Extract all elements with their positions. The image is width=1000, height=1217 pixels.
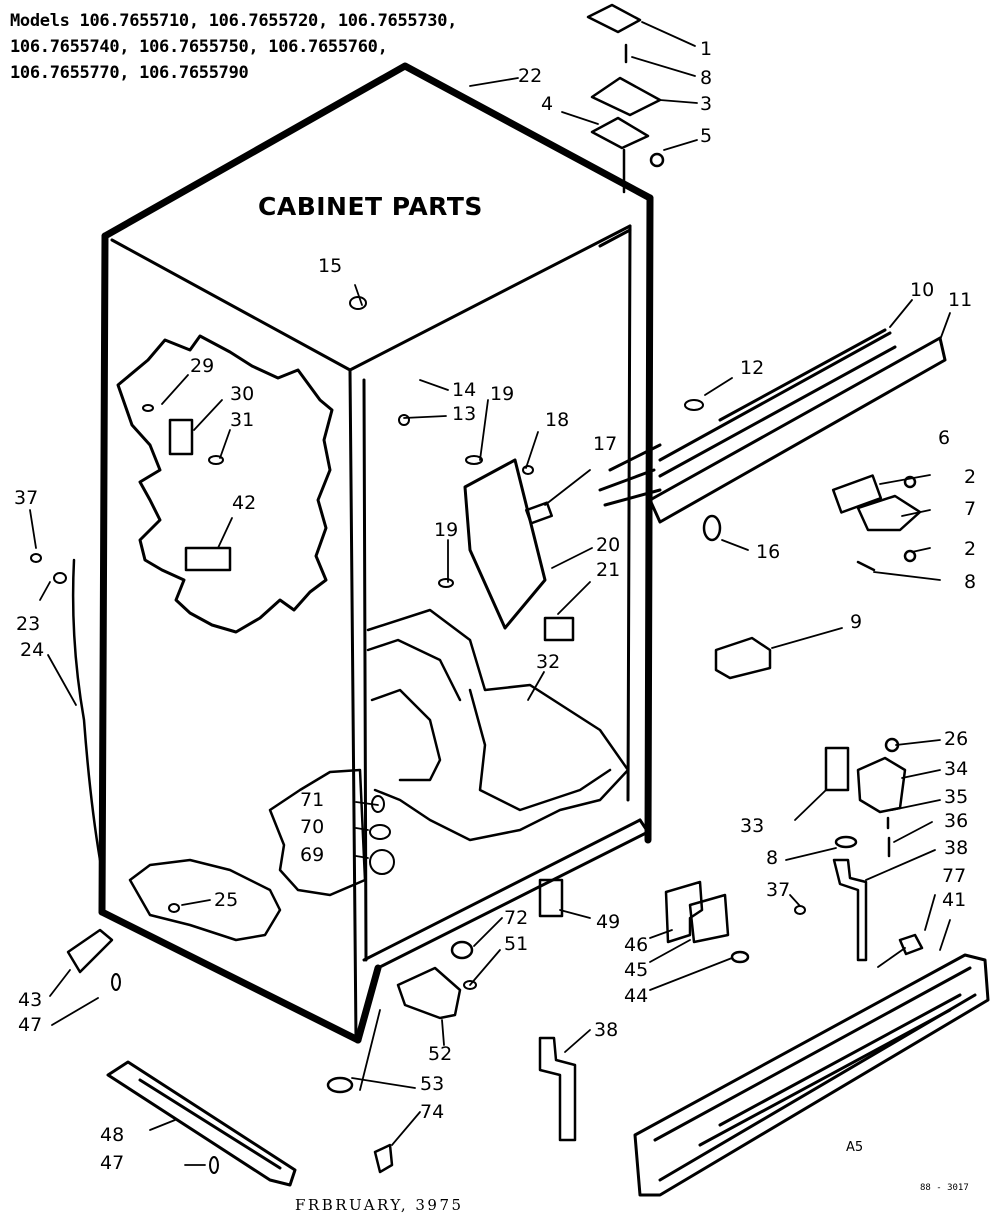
callout-9: 9 xyxy=(850,611,863,633)
callout-19: 19 xyxy=(490,383,515,405)
right-hinge xyxy=(702,474,922,572)
callout-11: 11 xyxy=(948,289,973,311)
bracket-plate xyxy=(463,458,547,630)
fasteners xyxy=(30,296,704,1174)
footer-date: FRBRUARY, 3975 xyxy=(295,1196,464,1214)
callout-35: 35 xyxy=(944,786,969,808)
callout-23: 23 xyxy=(16,613,41,635)
callout-30: 30 xyxy=(230,383,255,405)
callout-41: 41 xyxy=(942,889,967,911)
grille-clip xyxy=(898,933,924,956)
bottom-cutaway xyxy=(268,768,367,897)
callout-70: 70 xyxy=(300,816,325,838)
callout-77: 77 xyxy=(942,865,967,887)
callout-38: 38 xyxy=(944,837,969,859)
callout-46: 46 xyxy=(624,934,649,956)
callout-1: 1 xyxy=(700,38,713,60)
model-line: Models 106.7655710, 106.7655720, 106.765… xyxy=(10,11,458,31)
model-list: Models 106.7655710, 106.7655720, 106.765… xyxy=(10,8,580,86)
callout-38b: 38 xyxy=(594,1019,619,1041)
callout-25: 25 xyxy=(214,889,239,911)
callout-15: 15 xyxy=(318,255,343,277)
callout-4: 4 xyxy=(541,93,554,115)
callout-74: 74 xyxy=(420,1101,445,1123)
callout-32: 32 xyxy=(536,651,561,673)
cabinet-inner-edges xyxy=(110,224,650,1042)
callout-2b: 2 xyxy=(964,538,977,560)
callout-36: 36 xyxy=(944,810,969,832)
bracket-52 xyxy=(396,966,462,1020)
toe-grille xyxy=(633,953,990,1197)
callout-3: 3 xyxy=(700,93,713,115)
callout-10: 10 xyxy=(910,279,935,301)
callout-29: 29 xyxy=(190,355,215,377)
callout-45: 45 xyxy=(624,959,649,981)
drain-pan xyxy=(366,608,630,842)
callout-19b: 19 xyxy=(434,519,459,541)
callout-37: 37 xyxy=(14,487,39,509)
callout-8c: 8 xyxy=(766,847,779,869)
compressor-cutaway xyxy=(128,858,282,942)
rail-assembly xyxy=(598,328,947,524)
callout-24: 24 xyxy=(20,639,45,661)
callout-34: 34 xyxy=(944,758,969,780)
callout-69: 69 xyxy=(300,844,325,866)
callout-8b: 8 xyxy=(964,571,977,593)
callout-31: 31 xyxy=(230,409,255,431)
callout-51: 51 xyxy=(504,933,529,955)
callout-71: 71 xyxy=(300,789,325,811)
model-line: 106.7655740, 106.7655750, 106.7655760, xyxy=(10,37,388,57)
bracket-plates xyxy=(538,878,750,964)
callout-6: 6 xyxy=(938,427,951,449)
callout-48: 48 xyxy=(100,1124,125,1146)
door-latch xyxy=(714,636,772,680)
sheet-code: A5 xyxy=(846,1140,864,1155)
diagram-title: CABINET PARTS xyxy=(258,192,483,221)
callout-13: 13 xyxy=(452,403,477,425)
top-hinge xyxy=(586,3,665,194)
callout-47: 47 xyxy=(18,1014,43,1036)
callout-49: 49 xyxy=(596,911,621,933)
side-cutaway xyxy=(116,334,334,634)
callout-22: 22 xyxy=(518,65,543,87)
callout-14: 14 xyxy=(452,379,477,401)
callout-18: 18 xyxy=(545,409,570,431)
callout-53: 53 xyxy=(420,1073,445,1095)
callout-37b: 37 xyxy=(766,879,791,901)
callout-5: 5 xyxy=(700,125,713,147)
leader-lines xyxy=(29,21,951,1166)
callout-42: 42 xyxy=(232,492,257,514)
callout-2: 2 xyxy=(964,466,977,488)
callout-12: 12 xyxy=(740,357,765,379)
callout-7: 7 xyxy=(964,498,977,520)
callout-52: 52 xyxy=(428,1043,453,1065)
callout-20: 20 xyxy=(596,534,621,556)
cabinet-shell xyxy=(98,62,654,1044)
callout-17: 17 xyxy=(593,433,618,455)
callout-47b: 47 xyxy=(100,1152,125,1174)
callout-21: 21 xyxy=(596,559,621,581)
lower-hinge xyxy=(824,737,907,858)
callout-43: 43 xyxy=(18,989,43,1011)
hinge-arm xyxy=(832,858,868,962)
callout-72: 72 xyxy=(504,907,529,929)
model-line: 106.7655770, 106.7655790 xyxy=(10,63,249,83)
hinge-arm-lower xyxy=(538,1036,577,1142)
callout-33: 33 xyxy=(740,815,765,837)
leveler-rail xyxy=(106,1060,297,1187)
callout-26: 26 xyxy=(944,728,969,750)
left-small-parts xyxy=(66,418,232,974)
callout-16: 16 xyxy=(756,541,781,563)
callout-8: 8 xyxy=(700,67,713,89)
callout-44: 44 xyxy=(624,985,649,1007)
drawing-code: 88 - 3017 xyxy=(920,1183,969,1193)
